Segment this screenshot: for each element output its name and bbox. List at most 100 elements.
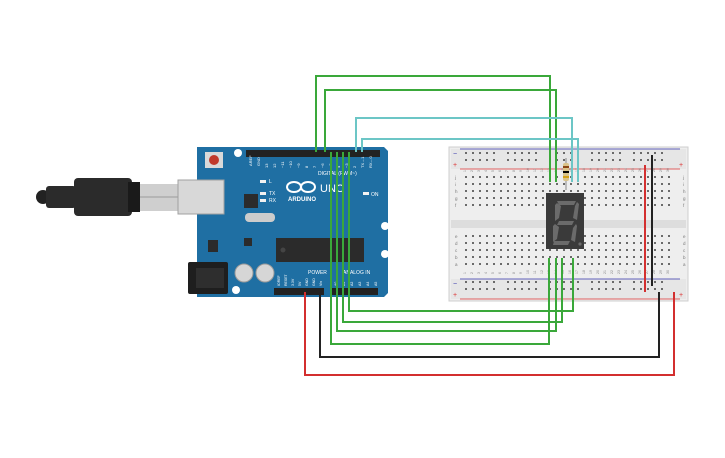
breadboard-hole[interactable] — [633, 256, 635, 258]
reset-button[interactable] — [209, 155, 219, 165]
breadboard-hole[interactable] — [654, 256, 656, 258]
breadboard-hole[interactable] — [542, 176, 544, 178]
breadboard-hole[interactable] — [619, 281, 621, 283]
breadboard-hole[interactable] — [528, 152, 530, 154]
breadboard-hole[interactable] — [507, 242, 509, 244]
breadboard-hole[interactable] — [528, 204, 530, 206]
breadboard-hole[interactable] — [591, 204, 593, 206]
breadboard-hole[interactable] — [647, 152, 649, 154]
breadboard-hole[interactable] — [521, 152, 523, 154]
breadboard-hole[interactable] — [514, 183, 516, 185]
breadboard-hole[interactable] — [514, 242, 516, 244]
breadboard-hole[interactable] — [486, 197, 488, 199]
breadboard-hole[interactable] — [584, 190, 586, 192]
breadboard-hole[interactable] — [556, 256, 558, 258]
breadboard-hole[interactable] — [563, 288, 565, 290]
breadboard-hole[interactable] — [465, 159, 467, 161]
breadboard-hole[interactable] — [521, 176, 523, 178]
breadboard-hole[interactable] — [619, 288, 621, 290]
breadboard-hole[interactable] — [605, 204, 607, 206]
breadboard-hole[interactable] — [493, 235, 495, 237]
breadboard-hole[interactable] — [668, 197, 670, 199]
breadboard-hole[interactable] — [535, 159, 537, 161]
breadboard-hole[interactable] — [563, 281, 565, 283]
breadboard-hole[interactable] — [472, 256, 474, 258]
breadboard-hole[interactable] — [465, 176, 467, 178]
breadboard-hole[interactable] — [612, 256, 614, 258]
breadboard-hole[interactable] — [472, 242, 474, 244]
breadboard-hole[interactable] — [556, 183, 558, 185]
breadboard-hole[interactable] — [535, 204, 537, 206]
breadboard-hole[interactable] — [577, 183, 579, 185]
breadboard-hole[interactable] — [465, 242, 467, 244]
breadboard-hole[interactable] — [507, 190, 509, 192]
breadboard-hole[interactable] — [591, 197, 593, 199]
breadboard-hole[interactable] — [654, 235, 656, 237]
breadboard-hole[interactable] — [549, 256, 551, 258]
breadboard-hole[interactable] — [479, 159, 481, 161]
breadboard-hole[interactable] — [598, 190, 600, 192]
breadboard-hole[interactable] — [640, 256, 642, 258]
breadboard-hole[interactable] — [507, 159, 509, 161]
breadboard-hole[interactable] — [619, 263, 621, 265]
breadboard-hole[interactable] — [514, 288, 516, 290]
breadboard-hole[interactable] — [584, 197, 586, 199]
breadboard-hole[interactable] — [493, 263, 495, 265]
breadboard-hole[interactable] — [584, 263, 586, 265]
power-header[interactable] — [274, 288, 324, 295]
breadboard-hole[interactable] — [598, 176, 600, 178]
breadboard-hole[interactable] — [647, 197, 649, 199]
breadboard-hole[interactable] — [654, 159, 656, 161]
breadboard-hole[interactable] — [647, 159, 649, 161]
breadboard-hole[interactable] — [591, 263, 593, 265]
breadboard-hole[interactable] — [472, 176, 474, 178]
breadboard-hole[interactable] — [598, 288, 600, 290]
breadboard-hole[interactable] — [500, 190, 502, 192]
breadboard-hole[interactable] — [507, 263, 509, 265]
breadboard-hole[interactable] — [626, 242, 628, 244]
breadboard-hole[interactable] — [619, 159, 621, 161]
breadboard-hole[interactable] — [479, 263, 481, 265]
breadboard-hole[interactable] — [493, 190, 495, 192]
breadboard-hole[interactable] — [661, 159, 663, 161]
black-wire-gnd[interactable] — [319, 292, 660, 358]
breadboard-hole[interactable] — [493, 159, 495, 161]
breadboard-hole[interactable] — [591, 249, 593, 251]
breadboard-hole[interactable] — [514, 256, 516, 258]
breadboard-hole[interactable] — [633, 197, 635, 199]
breadboard-hole[interactable] — [577, 288, 579, 290]
breadboard-hole[interactable] — [619, 242, 621, 244]
breadboard-hole[interactable] — [500, 242, 502, 244]
breadboard-hole[interactable] — [668, 183, 670, 185]
breadboard-hole[interactable] — [661, 183, 663, 185]
breadboard-hole[interactable] — [612, 249, 614, 251]
breadboard-hole[interactable] — [612, 235, 614, 237]
breadboard-hole[interactable] — [633, 288, 635, 290]
breadboard-hole[interactable] — [500, 176, 502, 178]
breadboard-hole[interactable] — [514, 152, 516, 154]
breadboard-hole[interactable] — [661, 249, 663, 251]
breadboard-hole[interactable] — [465, 256, 467, 258]
breadboard-hole[interactable] — [668, 204, 670, 206]
breadboard-hole[interactable] — [479, 183, 481, 185]
breadboard-hole[interactable] — [465, 197, 467, 199]
breadboard-hole[interactable] — [493, 204, 495, 206]
breadboard-hole[interactable] — [472, 159, 474, 161]
breadboard-hole[interactable] — [570, 256, 572, 258]
breadboard-hole[interactable] — [465, 183, 467, 185]
breadboard-hole[interactable] — [647, 281, 649, 283]
breadboard-hole[interactable] — [626, 256, 628, 258]
breadboard-hole[interactable] — [647, 263, 649, 265]
breadboard-hole[interactable] — [472, 152, 474, 154]
breadboard-hole[interactable] — [605, 256, 607, 258]
breadboard-hole[interactable] — [465, 152, 467, 154]
breadboard-hole[interactable] — [507, 256, 509, 258]
breadboard-hole[interactable] — [668, 190, 670, 192]
breadboard-hole[interactable] — [605, 152, 607, 154]
breadboard-hole[interactable] — [521, 249, 523, 251]
breadboard-hole[interactable] — [605, 249, 607, 251]
breadboard-hole[interactable] — [640, 152, 642, 154]
breadboard-hole[interactable] — [500, 183, 502, 185]
breadboard-hole[interactable] — [528, 235, 530, 237]
breadboard-hole[interactable] — [612, 242, 614, 244]
